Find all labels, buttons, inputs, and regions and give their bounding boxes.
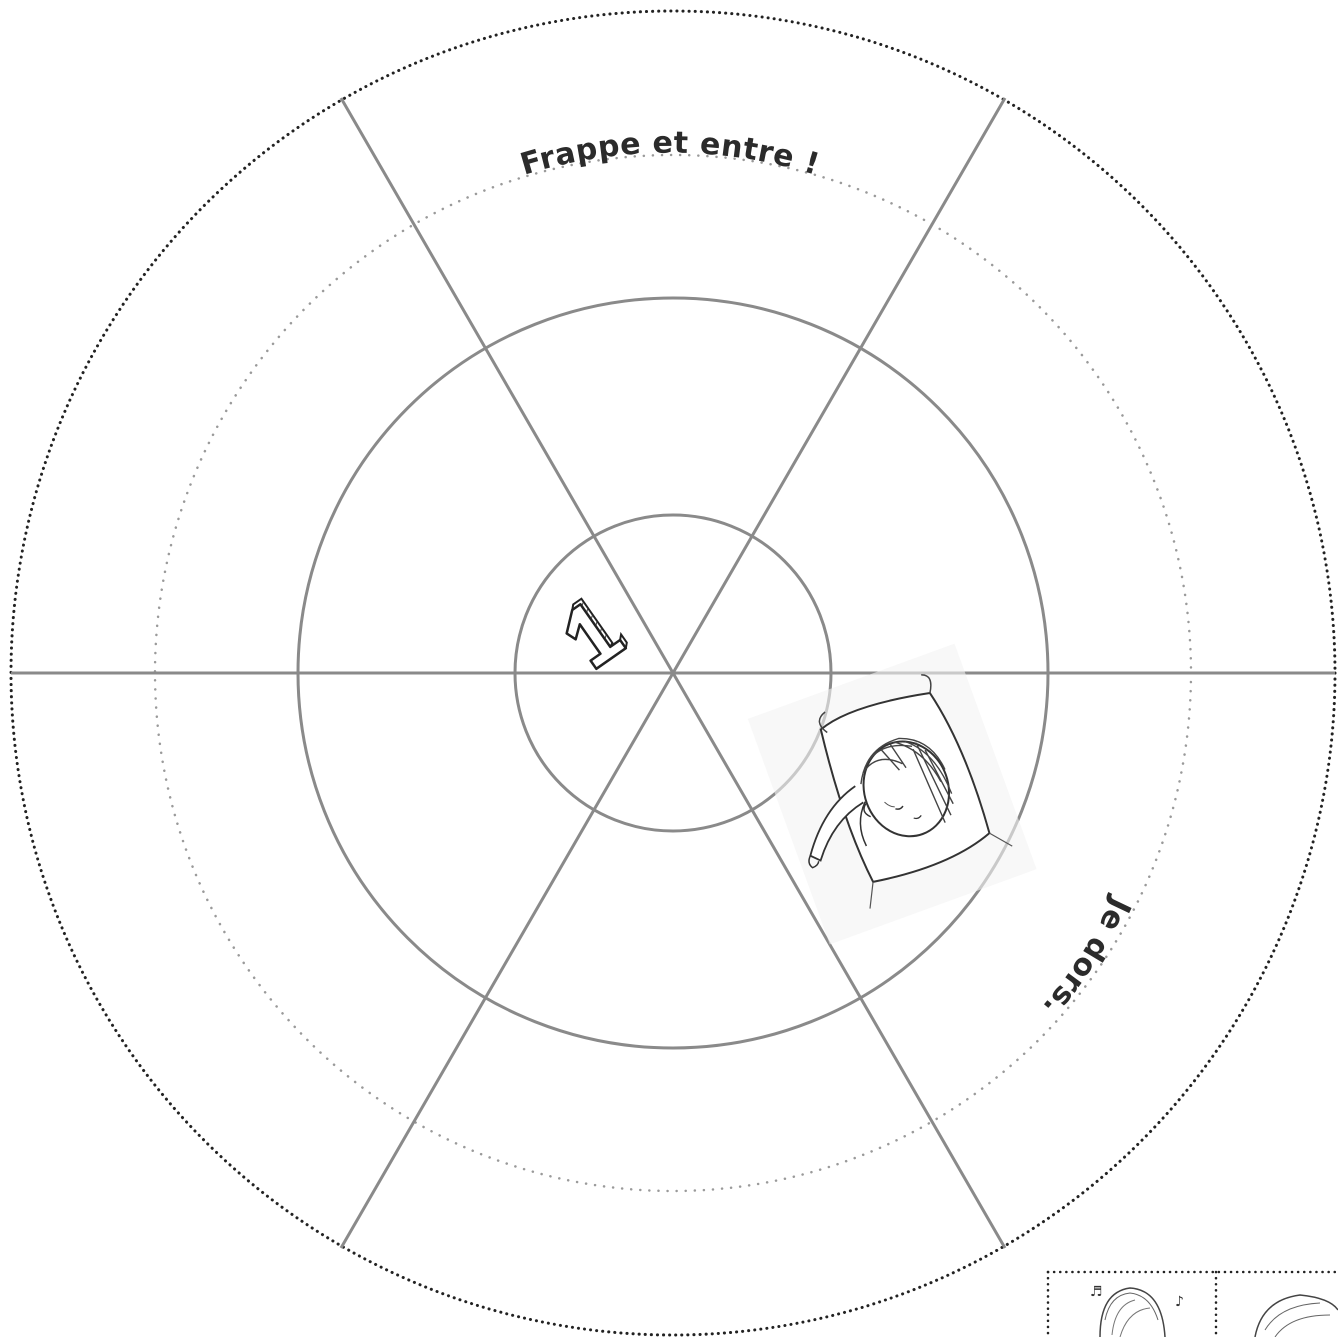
- svg-text:♬: ♬: [1090, 1284, 1103, 1300]
- label-je-dors: Je dors.: [1036, 891, 1139, 1025]
- center-number: 1: [456, 604, 458, 606]
- child-with-music-notes-drawing: ♬ ♪: [1090, 1284, 1184, 1337]
- label-frappe-et-entre: Frappe et entre !: [516, 126, 823, 183]
- number-one-icon: 1: [456, 537, 629, 714]
- svg-text:♪: ♪: [1175, 1294, 1184, 1310]
- corner-cards: ♬ ♪: [1048, 1272, 1338, 1337]
- child-drawing-partial: [1255, 1295, 1338, 1337]
- sleeping-child-drawing: [748, 644, 1037, 945]
- segment-dividers: [11, 98, 1335, 1248]
